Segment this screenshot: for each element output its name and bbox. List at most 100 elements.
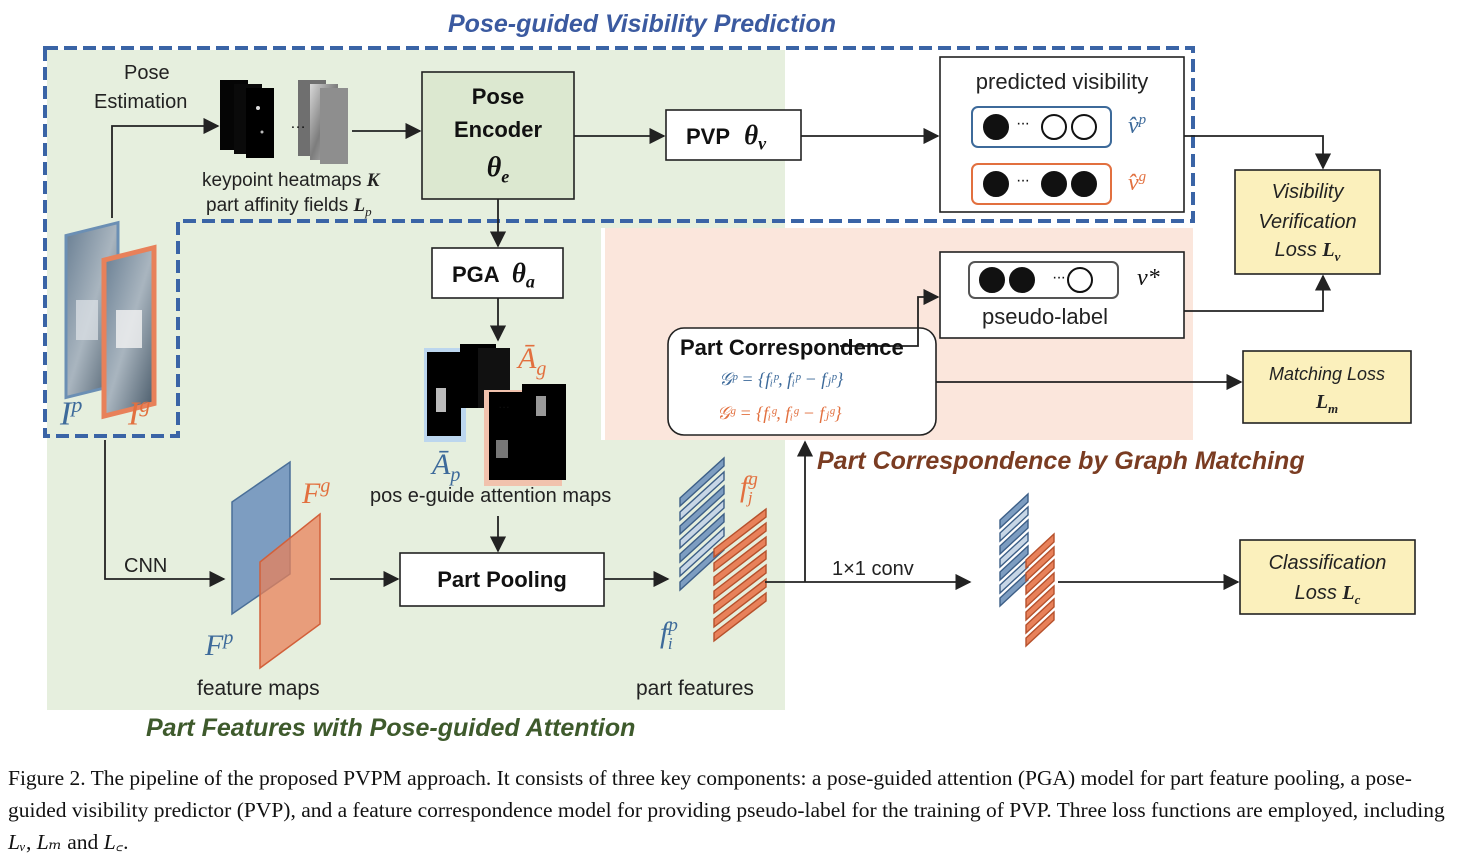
input-image-stack (64, 220, 157, 420)
attention-map-stack (424, 344, 566, 486)
part-feature-stack (679, 456, 767, 643)
visible-part-dot (979, 267, 1005, 293)
graph-p-formula: 𝒢ᵖ = {fᵢᵖ, fᵢᵖ − fⱼᵖ} (719, 369, 844, 389)
fg-symbol: Fg (302, 475, 331, 510)
connectors (104, 117, 1332, 591)
pseudo-dots-ellipsis: ··· (1052, 269, 1066, 286)
fi-symbol: fpi (660, 615, 678, 653)
part-feature-slab-p (679, 470, 725, 522)
pose-estimation-label-2: Estimation (94, 91, 188, 113)
pga-label: PGA θa (452, 258, 535, 292)
part-feature-slab-g (713, 535, 767, 587)
cnn-label: CNN (124, 555, 168, 577)
part-feature-slab-g (713, 563, 767, 615)
keypoint-heatmaps-label: keypoint heatmaps K (202, 170, 380, 191)
vg-hat-label: v̂g (1128, 169, 1147, 196)
matching-loss-line-2: Lm (1315, 391, 1339, 416)
visible-part-dot (1041, 171, 1067, 197)
feature-maps-label: feature maps (197, 677, 320, 700)
pga-box (431, 247, 564, 299)
attention-ellipsis-1: … (498, 397, 510, 411)
section-title-visibility: Pose-guided Visibility Prediction (448, 10, 837, 38)
feature-map-stack (231, 460, 321, 670)
ap-symbol: Āp (432, 448, 461, 486)
classifier-slab-g (1025, 545, 1055, 583)
classifier-slab-g (1025, 532, 1055, 570)
part-feature-slab-p (679, 526, 725, 578)
caption-lc: L꜀ (103, 830, 124, 854)
classifier-slab-g (1025, 597, 1055, 635)
part-features-label: part features (636, 677, 754, 700)
caption-text: Figure 2. The pipeline of the proposed P… (8, 766, 1445, 822)
part-feature-slab-g (713, 507, 767, 559)
pose-encoder-title-2: Encoder (453, 117, 543, 142)
keypoint-heatmaps (220, 80, 348, 164)
caption-lm: Lₘ (36, 830, 62, 854)
visibility-dashed-boundary (43, 46, 1195, 438)
fp-symbol: Fp (205, 627, 234, 662)
vg-dots (983, 171, 1097, 197)
classifier-slab-p (999, 505, 1029, 543)
v-star-label: v* (1137, 265, 1160, 291)
part-pooling-box (399, 552, 605, 607)
part-correspondence-title: Part Correspondence (680, 335, 904, 360)
caption-lv: Lᵥ (8, 830, 26, 854)
classifier-slab-g (1025, 584, 1055, 622)
pvp-label: PVP θv (686, 120, 767, 154)
predicted-visibility-title: predicted visibility (975, 69, 1149, 94)
ag-symbol: Āg (518, 342, 547, 380)
pose-encoder-title-1: Pose (471, 84, 525, 109)
part-feature-slab-g (713, 521, 767, 573)
pose-encoder-theta: θe (486, 152, 510, 187)
visible-part-dot (1009, 267, 1035, 293)
vp-dots (983, 114, 1097, 140)
visible-part-dot (1071, 171, 1097, 197)
vp-dots-ellipsis: ··· (1016, 115, 1030, 132)
classifier-slab-g (1025, 571, 1055, 609)
pvp-box (665, 109, 802, 161)
graph-g-formula: 𝒢ᵍ = {fᵢᵍ, fᵢᵍ − fⱼᵍ} (717, 403, 842, 423)
classifier-slab-p (999, 492, 1029, 530)
ip-symbol: Ip (60, 392, 83, 433)
classification-loss-line-2: Loss Lc (1294, 582, 1361, 607)
heatmap-ellipsis: … (290, 115, 306, 132)
invisible-part-dot (1071, 114, 1097, 140)
conv-label: 1×1 conv (832, 558, 914, 580)
part-feature-slab-p (679, 484, 725, 536)
part-feature-slab-p (679, 498, 725, 550)
visible-part-dot (983, 171, 1009, 197)
classifier-slab-p (999, 518, 1029, 556)
classifier-slab-g (1025, 558, 1055, 596)
visibility-loss-line-1: Visibility (1271, 181, 1344, 203)
pseudo-label-dots (979, 267, 1093, 293)
visible-part-dot (983, 114, 1009, 140)
part-feature-slab-g (713, 591, 767, 643)
classifier-feature-stack (999, 492, 1055, 648)
part-feature-slab-p (679, 456, 725, 508)
matching-loss-box (1242, 350, 1412, 424)
part-pooling-title: Part Pooling (437, 567, 567, 592)
attention-maps-label: pos e-guide attention maps (370, 485, 612, 507)
fj-symbol: fgj (740, 469, 758, 507)
classification-loss-line-1: Classification (1268, 552, 1387, 574)
ig-symbol: Ig (128, 392, 151, 433)
invisible-part-dot (1067, 267, 1093, 293)
pseudo-label-title: pseudo-label (982, 304, 1108, 329)
classifier-slab-g (1025, 610, 1055, 648)
paf-label: part affinity fields Lp (206, 195, 372, 219)
visibility-loss-box (1234, 169, 1381, 275)
part-feature-slab-p (679, 512, 725, 564)
matching-loss-line-1: Matching Loss (1268, 364, 1386, 384)
section-title-part-features: Part Features with Pose-guided Attention (146, 714, 636, 742)
part-feature-slab-g (713, 549, 767, 601)
pose-encoder-box (421, 71, 575, 200)
correspondence-region-white (601, 228, 605, 440)
part-feature-slab-g (713, 577, 767, 629)
visibility-loss-line-2: Verification (1258, 211, 1357, 233)
figure-caption: Figure 2. The pipeline of the proposed P… (8, 766, 1445, 854)
classification-loss-box (1239, 539, 1416, 615)
classifier-slab-p (999, 531, 1029, 569)
vp-hat-label: v̂p (1128, 112, 1147, 139)
invisible-part-dot (1041, 114, 1067, 140)
